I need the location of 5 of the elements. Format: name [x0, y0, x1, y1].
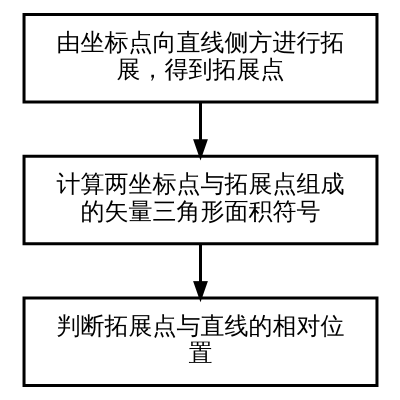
node-box: 计算两坐标点与拓展点组成的矢量三角形面积符号	[22, 154, 378, 246]
node-box: 由坐标点向直线侧方进行拓展，得到拓展点	[22, 12, 378, 104]
arrow	[192, 102, 208, 160]
arrow	[192, 244, 208, 302]
node-box: 判断拓展点与直线的相对位置	[22, 296, 378, 388]
